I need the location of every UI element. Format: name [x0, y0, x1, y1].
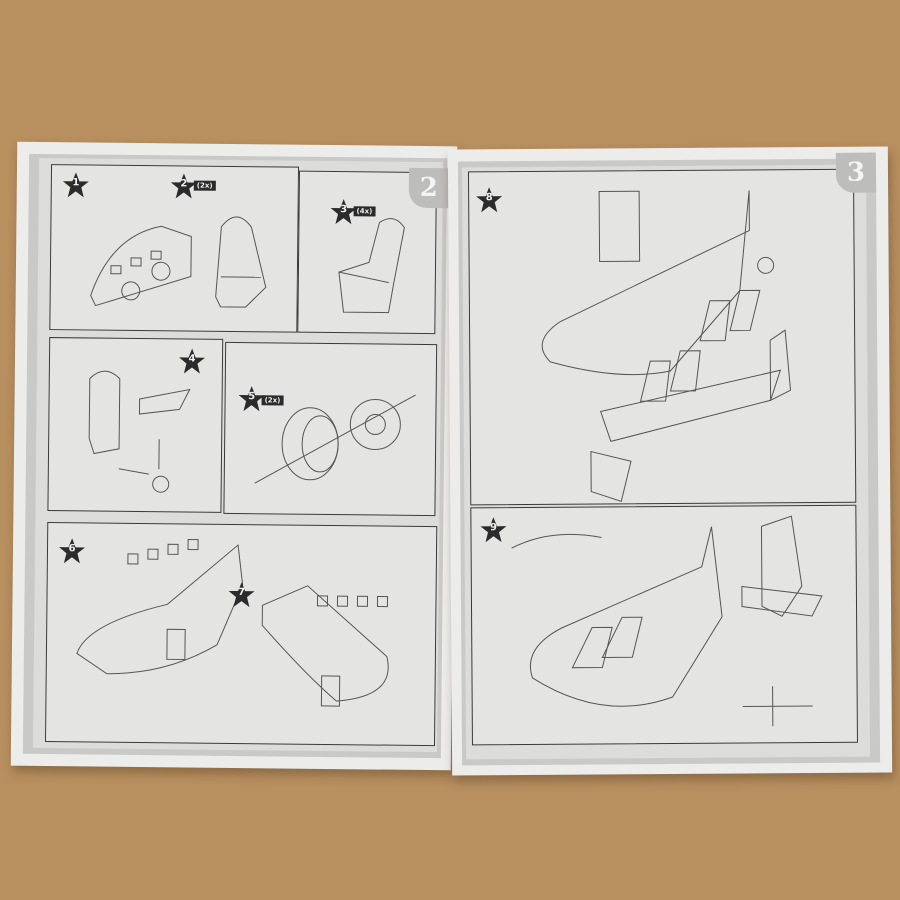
star-icon [59, 538, 86, 564]
step-9-badge: 9 [479, 516, 507, 544]
quantity-label: (4x) [353, 206, 376, 217]
step-3-badge: 3 [329, 198, 357, 226]
panel-step-9: 9 [470, 504, 858, 746]
step-7-badge: 7 [227, 581, 255, 609]
page-number: 2 [408, 167, 450, 209]
panel-step-8: 8 [467, 168, 857, 506]
step-6-badge: 6 [58, 537, 86, 565]
left-page: 2 1 2 (2x) 3 (4x) 4 5 (2x) 6 7 [10, 141, 458, 771]
star-icon [179, 348, 206, 374]
star-icon [330, 199, 357, 225]
star-icon [228, 582, 255, 608]
panel-steps-6-7: 6 7 [44, 522, 438, 747]
quantity-label: (2x) [261, 395, 284, 406]
step-8-badge: 8 [475, 186, 503, 214]
star-icon [476, 187, 503, 213]
star-icon [62, 172, 89, 198]
step-5-badge: 5 [237, 385, 265, 413]
right-page: 3 8 9 [447, 146, 893, 776]
step-4-badge: 4 [178, 347, 206, 375]
panel-steps-1-2: 1 2 (2x) [49, 164, 300, 333]
quantity-label: (2x) [193, 180, 216, 191]
panel-step-4: 4 [47, 337, 224, 513]
step-1-badge: 1 [62, 171, 90, 199]
panel-step-3: 3 (4x) [297, 170, 437, 335]
step-2-badge: 2 [170, 172, 198, 200]
page-number: 3 [835, 152, 877, 193]
star-icon [238, 386, 265, 412]
star-icon [170, 173, 197, 199]
panel-step-5: 5 (2x) [223, 341, 438, 517]
star-icon [480, 517, 507, 543]
